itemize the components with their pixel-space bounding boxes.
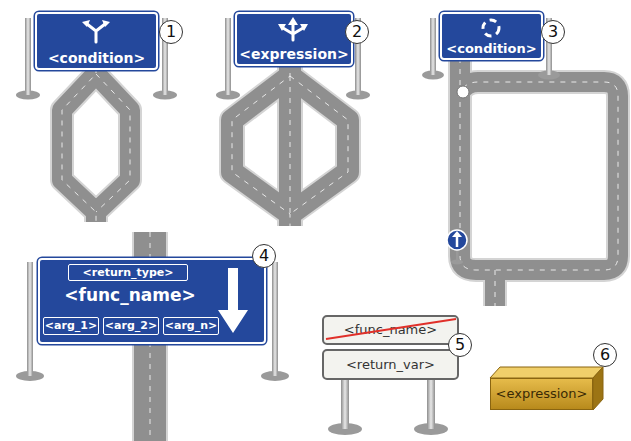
strike-line [326,319,456,339]
argument-box: <arg_2> [103,317,159,335]
argument-box: <arg_1> [43,317,99,335]
fork-icon [87,24,105,42]
sign-text: <arg_1> [44,318,98,334]
sign-text: <func_name> [324,322,457,337]
sign-posts [16,18,560,435]
loop-sign: <condition> [440,12,543,60]
old-name-sign: <func_name> [322,315,459,345]
road-2 [232,40,348,226]
return-type-box: <return_type> [68,264,188,281]
sign-text: <condition> [37,50,156,66]
sign-text: <expression> [491,386,592,401]
function-sign: <func_name> <return_type> <arg_1> <arg_2> <a… [38,258,266,344]
callout-number: 5 [448,333,472,357]
fork-arrowheads [82,20,110,27]
sign-text: <arg_n> [164,318,218,334]
sign-text: <arg_2> [104,318,158,334]
road-1 [62,46,130,222]
expression-block: <expression> [490,378,593,410]
callout-number: 1 [159,20,183,44]
roundabout-island [457,86,469,98]
road-3 [460,58,618,306]
return-var-sign: <return_var> [322,349,459,380]
one-way-sign [447,230,467,250]
argument-box: <arg_n> [163,317,219,335]
switch-icon [283,24,303,40]
sign-text: <return_var> [324,357,457,372]
switch-sign: <expression> [235,12,353,66]
callout-number: 3 [541,20,565,44]
gold-box-sides [490,367,603,410]
switch-arrowheads [278,17,308,31]
down-arrow [218,268,248,333]
sign-text: <condition> [442,41,541,56]
sign-text: <return_type> [69,265,187,280]
if-sign: <condition> [35,12,158,70]
loop-icon [483,20,499,36]
sign-text: <func_name> [40,285,220,305]
callout-number: 6 [593,343,617,367]
callout-number: 4 [252,244,276,268]
callout-number: 2 [345,20,369,44]
sign-text: <expression> [237,46,351,62]
